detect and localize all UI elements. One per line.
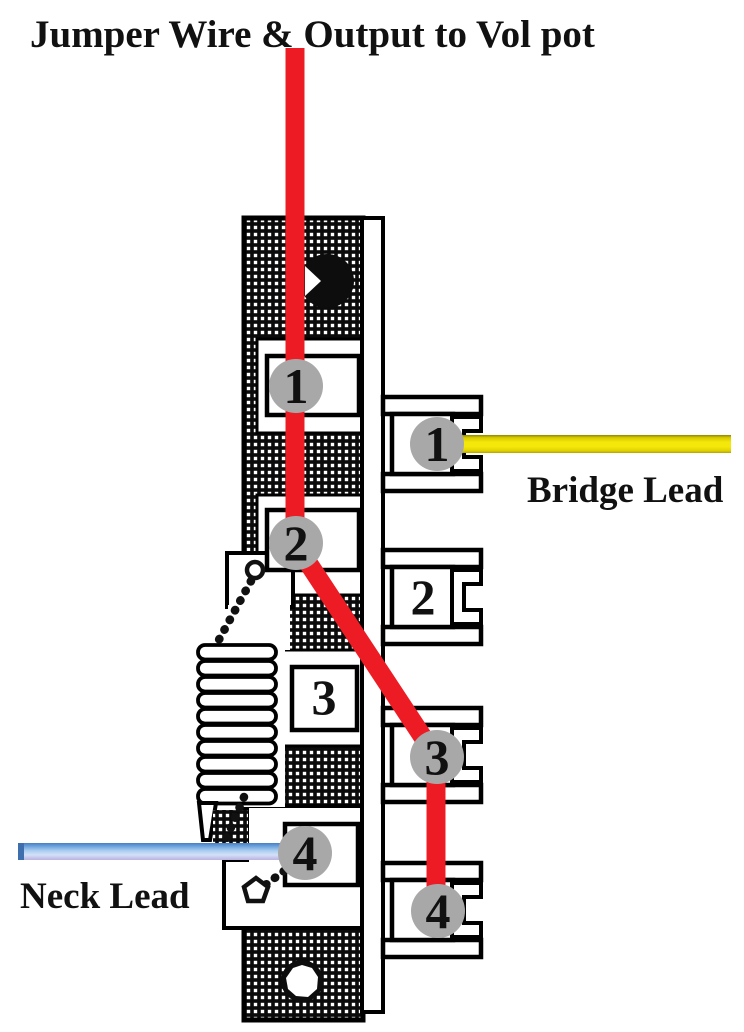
- terminal-marker-right-3: [410, 730, 464, 784]
- terminal-number-left-3: 3: [312, 669, 337, 725]
- diagram-title: Jumper Wire & Output to Vol pot: [30, 13, 595, 56]
- terminal-number-right-1: 1: [425, 416, 450, 472]
- neck-lead-wire-cap: [18, 843, 24, 860]
- terminal-marker-right-1: [410, 417, 464, 471]
- lug-arm-bottom: [380, 624, 484, 647]
- spring-coil-turn: [196, 643, 278, 662]
- bead-chain-upper: [210, 576, 256, 652]
- terminal-number-right-3: 3: [425, 729, 450, 785]
- terminal-strip: [360, 216, 385, 1014]
- spring-coil-turn: [196, 691, 278, 710]
- jumper-wire: [285, 48, 446, 911]
- mounting-hole-bottom: [286, 965, 318, 997]
- terminal-marker-left-1: [269, 359, 323, 413]
- lever-ring: [244, 559, 266, 581]
- lug-arm-bottom: [380, 937, 484, 960]
- terminal-number-left-2: 2: [284, 515, 309, 571]
- bridge-lead-label: Bridge Lead: [527, 470, 724, 511]
- terminal-marker-right-4: [411, 884, 465, 938]
- chain-end-hook: [241, 875, 271, 904]
- spring-coil-turn: [196, 771, 278, 790]
- spring-coil: [196, 643, 278, 842]
- bridge-lead-wire: [449, 435, 731, 453]
- lug-clip: [450, 568, 483, 626]
- left-terminal-3-eyelet: [289, 664, 360, 733]
- terminal-number-right-2: 2: [411, 569, 436, 625]
- spring-coil-turn: [196, 787, 278, 806]
- lug-arm-top: [380, 394, 484, 417]
- terminal-number-left-4: 4: [293, 825, 318, 881]
- terminal-marker-left-2: [269, 516, 323, 570]
- lug-arm-top: [380, 547, 484, 570]
- neck-lead-wire: [18, 843, 292, 860]
- mounting-hole-top: [300, 254, 354, 308]
- spring-anchor: [196, 801, 219, 842]
- spring-coil-turn: [196, 755, 278, 774]
- terminal-number-left-1: 1: [284, 358, 309, 414]
- lug-arm-bottom: [380, 471, 484, 494]
- spring-coil-turn: [196, 723, 278, 742]
- neck-lead-label: Neck Lead: [20, 876, 190, 917]
- terminal-number-right-4: 4: [426, 883, 451, 939]
- bead-chain-middle: [221, 792, 249, 844]
- spring-coil-turn: [196, 739, 278, 758]
- spring-coil-turn: [196, 675, 278, 694]
- right-terminal-2: [380, 547, 484, 647]
- terminal-marker-left-4: [278, 826, 332, 880]
- mounting-hole-top-highlight: [305, 266, 321, 296]
- lug-eyelet: [389, 564, 456, 630]
- spring-coil-turn: [196, 707, 278, 726]
- spring-coil-turn: [196, 659, 278, 678]
